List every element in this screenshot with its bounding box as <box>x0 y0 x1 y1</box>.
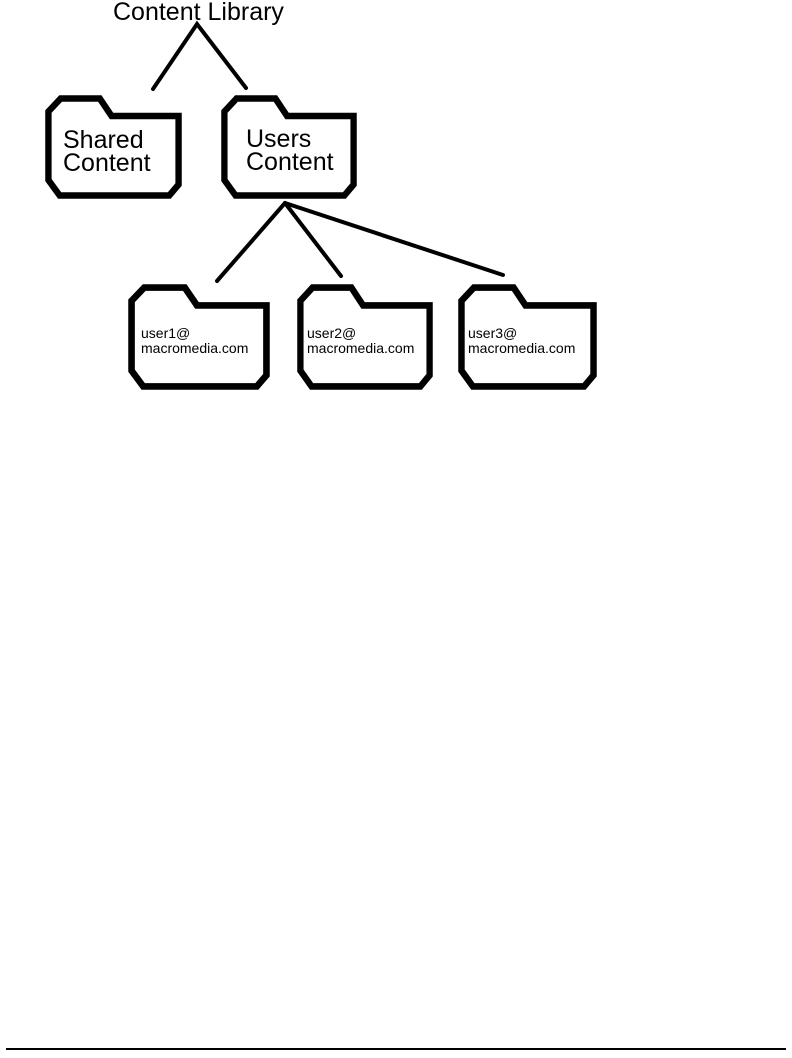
folder-label: Users Content <box>246 125 334 176</box>
connector-root-to-level1 <box>151 20 248 91</box>
folder-user3: user3@ macromedia.com <box>458 284 597 390</box>
folder-shared-content: Shared Content <box>45 95 182 199</box>
connector-users-to-user1 <box>215 201 287 283</box>
folder-icon <box>128 284 270 390</box>
footer-rule <box>6 1048 786 1050</box>
folder-label: Shared Content <box>63 126 151 177</box>
folder-icon <box>221 95 357 199</box>
tree-connector-lines <box>151 20 505 283</box>
folder-icon <box>297 284 433 390</box>
folder-label: user1@ macromedia.com <box>141 325 249 356</box>
connector-users-to-user2 <box>283 201 343 278</box>
content-library-title: Content Library <box>113 0 284 26</box>
folder-user1: user1@ macromedia.com <box>128 284 270 390</box>
folder-label: user3@ macromedia.com <box>468 325 576 356</box>
folder-users-content: Users Content <box>221 95 357 199</box>
connector-users-to-user3 <box>283 201 505 277</box>
folder-icon <box>45 95 182 199</box>
folder-icon <box>458 284 597 390</box>
folder-label: user2@ macromedia.com <box>307 325 415 356</box>
folder-user2: user2@ macromedia.com <box>297 284 433 390</box>
